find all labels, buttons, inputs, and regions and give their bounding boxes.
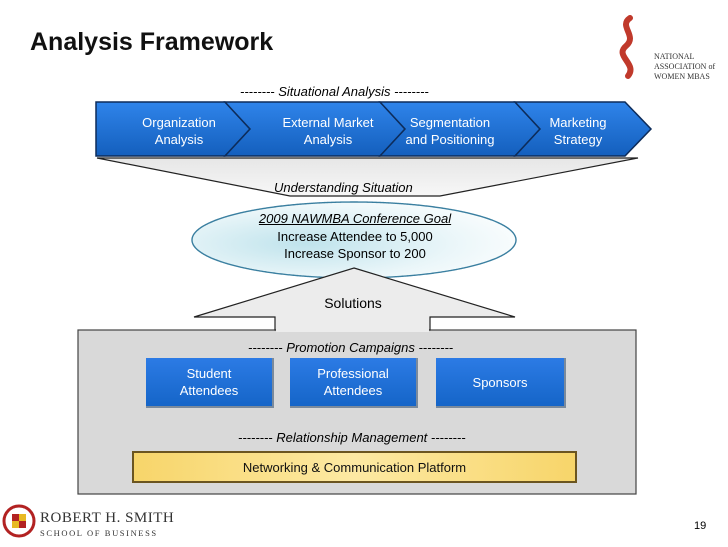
umd-logo-name: ROBERT H. SMITH	[40, 510, 175, 526]
promotion-campaigns-caption: -------- Promotion Campaigns --------	[248, 340, 454, 355]
page-number: 19	[694, 520, 707, 532]
professional-attendees-box: Professional Attendees	[290, 358, 418, 408]
chevron-label-organization: Organization Analysis	[142, 115, 216, 147]
chevron-marketing	[513, 101, 653, 157]
relationship-management-caption: -------- Relationship Management -------…	[238, 430, 466, 445]
nawmba-logo-line3: WOMEN MBAS	[654, 72, 710, 81]
nawmba-logo-line2: ASSOCIATION of	[654, 62, 716, 71]
situational-chevron-band	[95, 101, 653, 157]
understanding-situation-label: Understanding Situation	[274, 180, 413, 195]
situational-analysis-caption: -------- Situational Analysis --------	[240, 84, 429, 99]
nawmba-logo: NATIONAL ASSOCIATION of WOMEN MBAS	[608, 14, 720, 84]
chevron-label-segmentation: Segmentation and Positioning	[405, 115, 495, 147]
networking-platform-bar: Networking & Communication Platform	[132, 451, 577, 483]
nawmba-logo-line1: NATIONAL	[654, 52, 695, 61]
umd-seal-icon	[2, 504, 36, 538]
solutions-label: Solutions	[324, 295, 382, 311]
page-title: Analysis Framework	[30, 28, 274, 56]
goal-attendee-line: Increase Attendee to 5,000	[277, 229, 433, 244]
umd-logo: ROBERT H. SMITH SCHOOL OF BUSINESS	[2, 500, 174, 542]
goal-title: 2009 NAWMBA Conference Goal	[258, 211, 452, 226]
chevron-label-external-market: External Market Analysis	[282, 115, 374, 147]
goal-sponsor-line: Increase Sponsor to 200	[284, 246, 426, 261]
umd-logo-school: SCHOOL OF BUSINESS	[40, 528, 158, 538]
understanding-funnel	[96, 157, 639, 197]
chevron-label-marketing: Marketing Strategy	[549, 115, 607, 147]
sponsors-box: Sponsors	[436, 358, 566, 408]
student-attendees-box: Student Attendees	[146, 358, 274, 408]
nawmba-swirl-icon	[619, 15, 634, 79]
